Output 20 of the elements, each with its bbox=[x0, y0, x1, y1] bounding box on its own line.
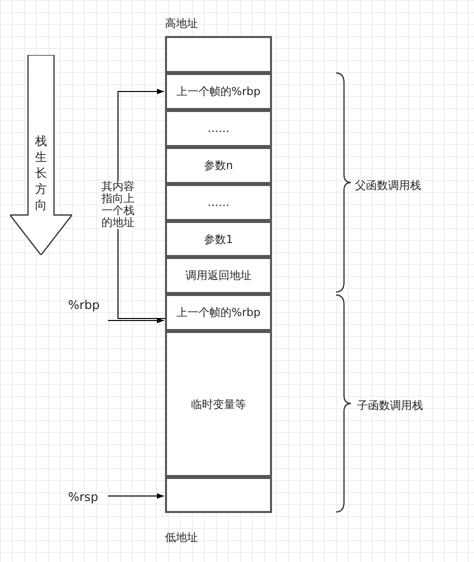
address-label: 高地址 bbox=[165, 16, 198, 31]
stack-region-label: 子函数调用栈 bbox=[357, 398, 423, 413]
register-label: %rbp bbox=[68, 298, 100, 312]
stack-cell bbox=[165, 36, 272, 73]
arrow-label: 栈生长方向 bbox=[34, 133, 48, 213]
stack-region-label: 父函数调用栈 bbox=[355, 178, 421, 193]
stack-cell: 参数1 bbox=[165, 221, 272, 257]
edge-label: 其内容指向上一个栈的地址 bbox=[99, 181, 137, 229]
stack-cell: …… bbox=[165, 184, 272, 221]
stack-cell: 上一个帧的%rbp bbox=[165, 294, 272, 331]
stack-cell: 参数n bbox=[165, 147, 272, 184]
arrow bbox=[108, 493, 164, 499]
stack-cell: 上一个帧的%rbp bbox=[165, 73, 272, 110]
stack-cell: 调用返回地址 bbox=[165, 257, 272, 294]
arrow bbox=[108, 318, 164, 324]
register-label: %rsp bbox=[68, 490, 98, 504]
stack-cell: 临时变量等 bbox=[165, 331, 272, 477]
address-label: 低地址 bbox=[165, 530, 198, 545]
stack-cell: …… bbox=[165, 110, 272, 147]
stack-cell bbox=[165, 477, 272, 513]
